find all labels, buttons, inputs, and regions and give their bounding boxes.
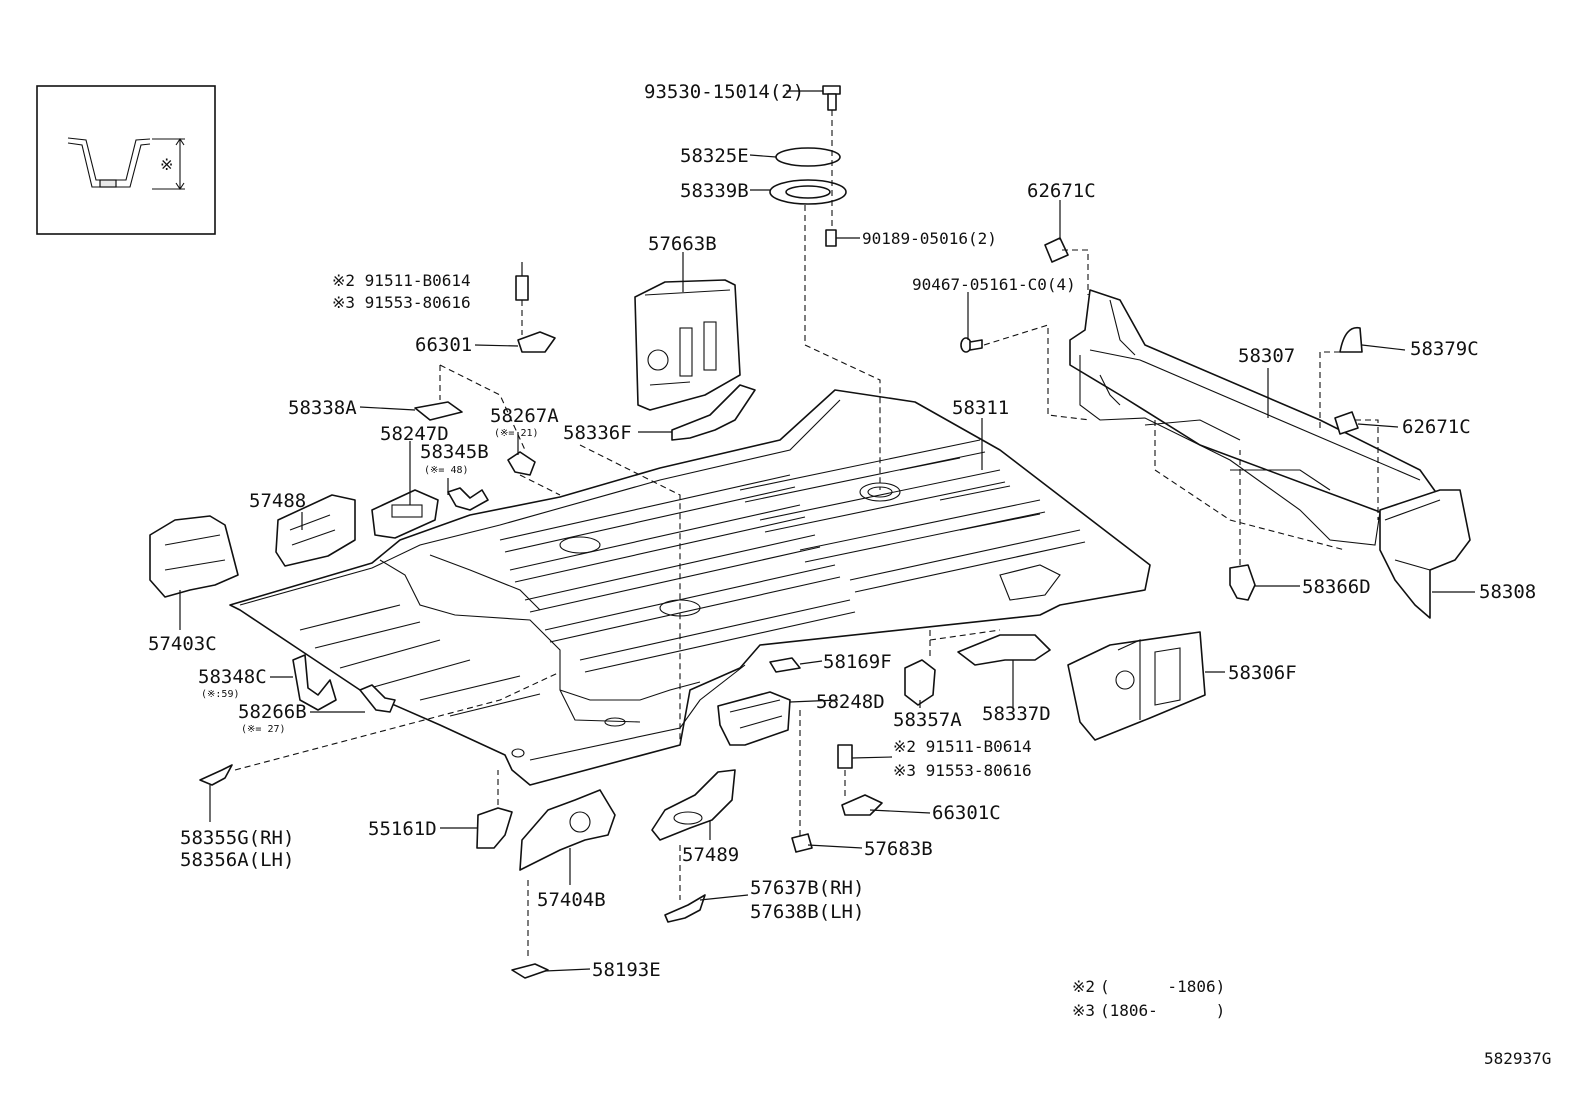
- label-58339b: 58339B: [680, 180, 749, 202]
- note-2-range: ( -1806): [1100, 977, 1225, 996]
- spare-tire-hardware: [769, 85, 881, 490]
- hook-66301c-bottom: [837, 744, 883, 816]
- label-57489: 57489: [682, 844, 739, 866]
- label-58311: 58311: [952, 397, 1009, 419]
- bracket-57404b: [519, 789, 616, 960]
- bracket-57403c: [149, 515, 239, 598]
- label-57404b: 57404B: [537, 889, 606, 911]
- bracket-58357a: [904, 629, 1001, 706]
- part-55161d: [476, 770, 513, 849]
- plate-58338a: [414, 364, 526, 451]
- panel-58306f: [1067, 631, 1206, 741]
- label-91553-bottom: ※3 91553-80616: [893, 761, 1032, 780]
- label-58348c: 58348C: [198, 666, 267, 688]
- label-62671c-right: 62671C: [1402, 416, 1471, 438]
- applicability-notes: ※2 ( -1806) ※3 (1806- ): [1072, 977, 1225, 1020]
- label-90467: 90467-05161-C0(4): [912, 275, 1076, 294]
- label-58267a-note: (※= 21): [494, 428, 539, 439]
- label-57663b: 57663B: [648, 233, 717, 255]
- label-57638b: 57638B(LH): [750, 901, 864, 923]
- label-58169f: 58169F: [823, 651, 892, 673]
- label-58307: 58307: [1238, 345, 1295, 367]
- hook-66301-top: [515, 275, 556, 353]
- label-62671c-top: 62671C: [1027, 180, 1096, 202]
- label-58325e: 58325E: [680, 145, 749, 167]
- label-91553-top: ※3 91553-80616: [332, 293, 471, 312]
- label-90189: 90189-05016(2): [862, 229, 997, 248]
- cap-58379c: [1319, 326, 1363, 430]
- label-58357a: 58357A: [893, 709, 962, 731]
- part-labels: 93530-15014(2) 58325E 58339B 90189-05016…: [148, 81, 1536, 981]
- label-58308: 58308: [1479, 581, 1536, 603]
- label-58306f: 58306F: [1228, 662, 1297, 684]
- label-58366d: 58366D: [1302, 576, 1371, 598]
- clip-58267a: [507, 451, 561, 496]
- clip-62671c-top: [1044, 237, 1089, 295]
- inset-section-box: ※: [36, 85, 216, 235]
- label-58247d: 58247D: [380, 423, 449, 445]
- label-91511-bottom: ※2 91511-B0614: [893, 737, 1032, 756]
- bracket-58366d: [1154, 420, 1346, 601]
- label-66301: 66301: [415, 334, 472, 356]
- label-58356a: 58356A(LH): [180, 849, 294, 871]
- floor-ribs: [299, 439, 1086, 717]
- label-66301c: 66301C: [932, 802, 1001, 824]
- label-57683b: 57683B: [864, 838, 933, 860]
- plug-58355g: [199, 671, 561, 786]
- inset-mark: ※: [160, 155, 173, 174]
- label-58345b: 58345B: [420, 441, 489, 463]
- label-58355g: 58355G(RH): [180, 827, 294, 849]
- label-58348c-note: (※:59): [201, 689, 239, 700]
- clip-57683b: [791, 833, 813, 853]
- label-57403c: 57403C: [148, 633, 217, 655]
- label-58266b-note: (※= 27): [241, 724, 286, 735]
- note-3-range: (1806- ): [1100, 1001, 1225, 1020]
- label-58267a: 58267A: [490, 405, 559, 427]
- bolt-90467: [960, 324, 1091, 421]
- plate-58193e: [511, 963, 549, 979]
- figure-id: 582937G: [1484, 1049, 1551, 1068]
- label-57488: 57488: [249, 490, 306, 512]
- label-58379c: 58379C: [1410, 338, 1479, 360]
- panel-57663b: [634, 279, 741, 411]
- strap-58336f: [671, 384, 756, 441]
- leader-lines: [179, 90, 1475, 972]
- plate-57637b: [664, 894, 706, 923]
- tray-58247d: [371, 489, 439, 539]
- clip-58266b: [359, 684, 396, 713]
- side-member-58308: [1379, 489, 1471, 619]
- bracket-57489: [651, 769, 736, 900]
- clip-58345b: [447, 487, 489, 511]
- label-93530: 93530-15014(2): [644, 81, 804, 103]
- plate-58169f: [769, 657, 801, 673]
- note-3-mark: ※3: [1072, 1001, 1095, 1020]
- floor-pan-58311: [229, 389, 1151, 786]
- label-57637b: 57637B(RH): [750, 877, 864, 899]
- bracket-58337d: [957, 634, 1051, 666]
- note-2-mark: ※2: [1072, 977, 1095, 996]
- bracket-57488: [275, 494, 356, 567]
- label-91511-top: ※2 91511-B0614: [332, 271, 471, 290]
- clip-62671c-right: [1334, 411, 1379, 520]
- label-55161d: 55161D: [368, 818, 437, 840]
- label-58345b-note: (※= 48): [424, 465, 469, 476]
- label-58193e: 58193E: [592, 959, 661, 981]
- label-58338a: 58338A: [288, 397, 357, 419]
- tray-58248d: [717, 691, 801, 840]
- label-58248d: 58248D: [816, 691, 885, 713]
- label-58337d: 58337D: [982, 703, 1051, 725]
- clip-58348c: [292, 654, 337, 711]
- label-58336f: 58336F: [563, 422, 632, 444]
- label-58266b: 58266B: [238, 701, 307, 723]
